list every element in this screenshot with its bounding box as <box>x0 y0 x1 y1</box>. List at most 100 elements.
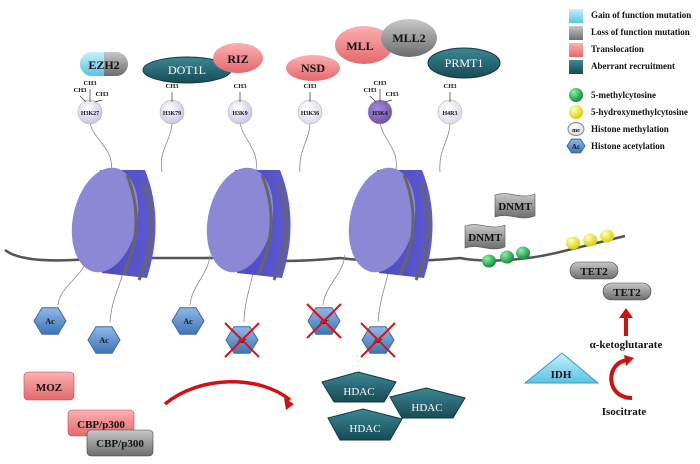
histone-mark-h3k9: H3K9 CH3 <box>227 83 253 125</box>
legend-swatch <box>569 9 583 23</box>
hdac-label: HDAC <box>411 402 442 414</box>
methyl-group-label: CH3 <box>74 87 88 94</box>
nucleosome <box>348 167 433 281</box>
curved-arrow-head <box>624 355 634 366</box>
acetyl-removed: Ac <box>306 303 342 339</box>
methyl-group-label: CH3 <box>444 83 458 90</box>
mll2-enzyme: MLL2 <box>381 19 437 57</box>
isocitrate-label: Isocitrate <box>602 406 647 418</box>
acetyl-label: Ac <box>45 317 55 326</box>
methyl-group-label: CH3 <box>386 91 400 98</box>
arc-arrow-icon <box>163 380 292 406</box>
5mc-bead <box>482 254 496 268</box>
legend-item: 5-hydroxymethylcytosine <box>569 105 688 119</box>
riz-label: RIZ <box>227 52 248 66</box>
histone-mark-label: H3K9 <box>232 111 247 117</box>
nucleosome <box>71 167 156 281</box>
acetyl-group: Ac <box>33 307 67 335</box>
prmt1-label: PRMT1 <box>445 56 484 70</box>
acetyl-group: Ac <box>171 307 205 335</box>
dnmt-top: DNMT <box>494 193 536 219</box>
dna-wrap <box>121 174 138 276</box>
prmt1-enzyme: PRMT1 <box>427 47 501 79</box>
histone-mark-h3k36: H3K36 CH3 <box>297 83 323 125</box>
acetyl-removed: Ac <box>360 322 396 358</box>
ezh2-label: EZH2 <box>88 58 119 72</box>
nucleosome <box>206 167 291 281</box>
histone-tails-top <box>89 121 451 176</box>
histone-mark-label: H3K27 <box>81 111 99 117</box>
ezh2-enzyme: EZH2 <box>80 52 128 76</box>
5hmc-bead <box>566 236 580 250</box>
cbp-p300-translocation: CBP/p300 <box>67 409 135 437</box>
dna-wrap <box>398 174 415 276</box>
hdac-1: HDAC <box>321 371 397 403</box>
histone-mark-h4r3: H4R3 CH3 <box>437 83 463 125</box>
hdac-label: HDAC <box>343 386 374 398</box>
methyl-group-label: CH3 <box>364 87 378 94</box>
methyl-group-label: CH3 <box>96 91 110 98</box>
acetyl-removed: Ac <box>224 322 260 358</box>
histone-mark-label: H3K4 <box>372 111 387 117</box>
acetyl-group: Ac <box>87 326 121 354</box>
tet2-bottom: TET2 <box>602 282 652 301</box>
dna-wrap <box>137 182 153 281</box>
legend-label: Histone methylation <box>591 124 669 134</box>
moz-enzyme: MOZ <box>23 371 75 401</box>
methylation-icon <box>567 122 585 136</box>
hdac-label: HDAC <box>349 423 380 435</box>
dnmt-bottom: DNMT <box>464 224 506 250</box>
legend-item: Translocation <box>569 43 644 57</box>
legend-item: Loss of function mutation <box>569 26 690 40</box>
histone-mark-label: H3K36 <box>301 111 319 117</box>
legend-label: 5-hydroxymethylcytosine <box>591 107 688 117</box>
legend-label: Loss of function mutation <box>591 27 690 37</box>
tet2-top: TET2 <box>569 261 619 280</box>
legend-item: Ac Histone acetylation <box>566 138 665 154</box>
legend-swatch <box>569 60 583 74</box>
legend-label: Aberrant recruitment <box>591 61 675 71</box>
alpha-ketoglutarate-label: α-ketoglutarate <box>590 339 663 351</box>
acetylation-icon <box>566 138 586 154</box>
moz-label: MOZ <box>36 382 62 394</box>
legend-item: me Histone methylation <box>567 122 669 136</box>
riz-enzyme: RIZ <box>213 43 263 73</box>
legend-label: Translocation <box>591 44 644 54</box>
5hmc-beads <box>566 229 614 250</box>
5hmc-bead <box>583 233 597 247</box>
svg-text:me: me <box>572 128 580 134</box>
up-arrow-icon <box>619 308 633 336</box>
nsd-enzyme: NSD <box>286 55 340 81</box>
legend-item: Aberrant recruitment <box>569 60 675 74</box>
cbp-p300-loss: CBP/p300 <box>86 429 154 457</box>
histone-mark-label: H4R3 <box>443 111 458 117</box>
cbp-label-2: CBP/p300 <box>96 438 144 450</box>
legend-swatch <box>569 105 583 119</box>
idh-enzyme: IDH <box>523 352 600 384</box>
arc-arrow-head <box>284 398 294 410</box>
cbp-label-1: CBP/p300 <box>77 419 125 431</box>
legend-swatch <box>569 26 583 40</box>
methyl-group-label: CH3 <box>234 83 248 90</box>
dnmt-bottom-label: DNMT <box>468 232 502 244</box>
hdac-2: HDAC <box>389 387 466 419</box>
dna-wrap <box>414 182 430 281</box>
legend-swatch <box>569 88 583 102</box>
legend-label: Gain of function mutation <box>591 10 691 20</box>
acetyl-label: Ac <box>183 317 193 326</box>
hdac-3: HDAC <box>327 408 403 441</box>
methyl-group-label: CH3 <box>304 83 318 90</box>
dot1l-label: DOT1L <box>168 63 206 77</box>
legend-label: Histone acetylation <box>591 141 665 151</box>
mll-enzyme: MLL <box>335 26 393 64</box>
dnmt-top-label: DNMT <box>498 201 532 213</box>
histone-mark-label: H3K79 <box>163 111 181 117</box>
svg-text:Ac: Ac <box>572 143 580 151</box>
tet2-top-label: TET2 <box>580 266 608 278</box>
mll2-label: MLL2 <box>392 31 425 45</box>
methyl-group-label: CH3 <box>84 80 98 87</box>
nsd-label: NSD <box>301 61 325 75</box>
